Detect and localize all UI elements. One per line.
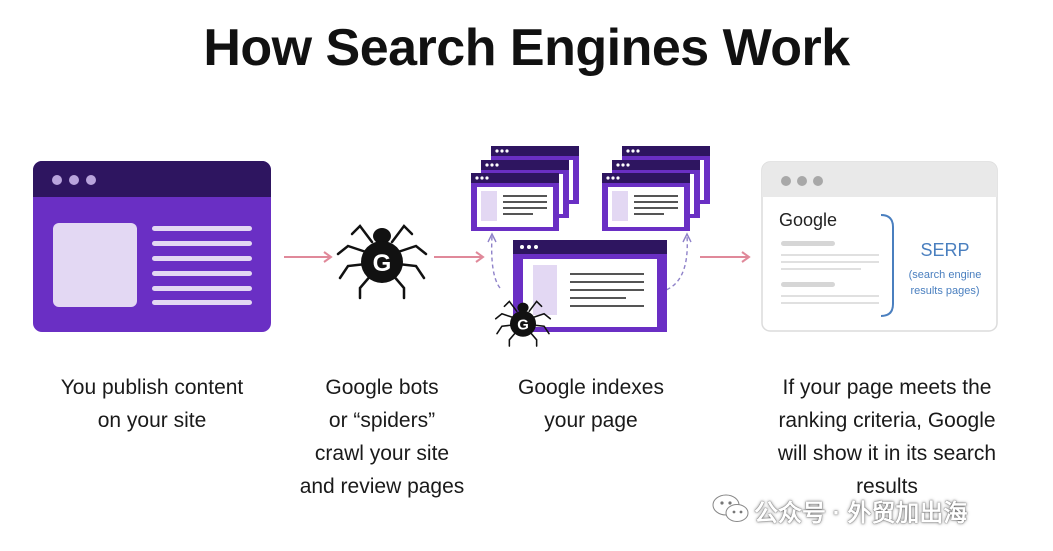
spider-bot-icon: G [336, 224, 428, 300]
step-3-caption: Google indexes your page [518, 376, 664, 432]
wechat-icon [712, 494, 749, 522]
indexed-page-window [513, 240, 667, 332]
indexed-pages-stack-right [602, 146, 710, 231]
serp-sublabel-1: (search engine [908, 269, 982, 281]
arrow-1 [284, 251, 333, 263]
spider-g-letter: G [373, 250, 392, 277]
serp-label: SERP (search engine results pages) [900, 240, 990, 299]
page-title: How Search Engines Work [203, 19, 850, 77]
serp-bracket [880, 214, 894, 317]
serp-window [761, 161, 998, 332]
arrow-2 [434, 251, 485, 263]
serp-sublabel-2: results pages) [910, 285, 980, 297]
serp-google-brand: Google [779, 210, 838, 230]
published-site-window [33, 161, 271, 332]
serp-title: SERP [920, 240, 970, 260]
step-4-caption: If your page meets the ranking criteria,… [777, 376, 997, 498]
index-flow-arrows [487, 232, 692, 293]
indexed-pages-stack-left [471, 146, 579, 231]
svg-text:G: G [517, 317, 529, 333]
crawling-spider-icon: G [494, 300, 552, 347]
arrow-3 [700, 251, 751, 263]
step-2-caption: Google bots or “spiders” crawl your site… [299, 376, 465, 498]
step-1-caption: You publish content on your site [60, 376, 244, 432]
watermark-text: 公众号 · 外贸加出海 [754, 499, 968, 527]
watermark: 公众号 · 外贸加出海 [706, 490, 967, 530]
